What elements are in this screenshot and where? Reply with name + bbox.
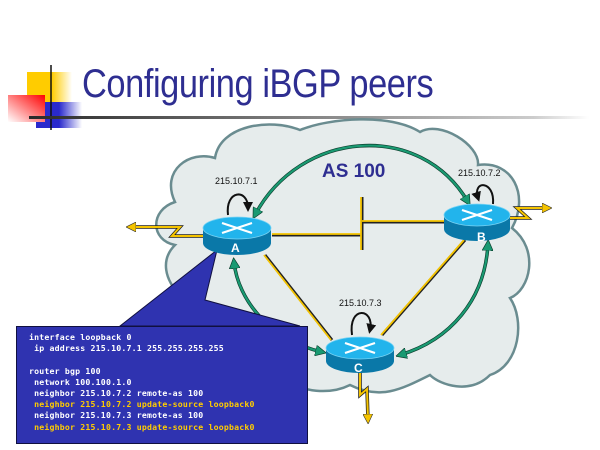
router-c-icon xyxy=(344,341,376,355)
router-b-loopback: 215.10.7.2 xyxy=(458,168,501,178)
config-line: network 100.100.1.0 xyxy=(29,376,132,387)
router-b[interactable]: 215.10.7.2 B xyxy=(443,168,511,244)
config-line: router bgp 100 xyxy=(29,365,101,376)
as-label: AS 100 xyxy=(322,161,385,182)
router-b-icon xyxy=(461,208,493,222)
router-a[interactable]: 215.10.7.1 A xyxy=(202,176,272,255)
router-a-icon xyxy=(221,221,253,235)
config-line: interface loopback 0 xyxy=(29,332,132,342)
router-c-label: C xyxy=(354,361,363,375)
config-line: neighbor 215.10.7.3 remote-as 100 xyxy=(29,410,204,421)
slide-title: Configuring iBGP peers xyxy=(82,62,434,106)
router-a-label: A xyxy=(231,241,240,255)
config-line-highlight: neighbor 215.10.7.2 update-source loopba… xyxy=(29,399,255,410)
config-line: ip address 215.10.7.1 255.255.255.255 xyxy=(29,343,224,354)
title-underline xyxy=(29,116,589,119)
config-line xyxy=(29,354,307,365)
router-c[interactable]: 215.10.7.3 C xyxy=(325,298,395,375)
router-a-loopback: 215.10.7.1 xyxy=(215,176,258,186)
loopback-arrow-a xyxy=(226,193,253,216)
config-line-highlight: neighbor 215.10.7.3 update-source loopba… xyxy=(29,421,255,432)
loopback-arrow-c xyxy=(350,312,377,336)
loopback-arrow-b xyxy=(471,184,495,205)
router-c-loopback: 215.10.7.3 xyxy=(339,298,382,308)
config-line: neighbor 215.10.7.2 remote-as 100 xyxy=(29,388,204,398)
config-callout: interface loopback 0 ip address 215.10.7… xyxy=(16,326,308,444)
router-b-label: B xyxy=(477,230,486,244)
